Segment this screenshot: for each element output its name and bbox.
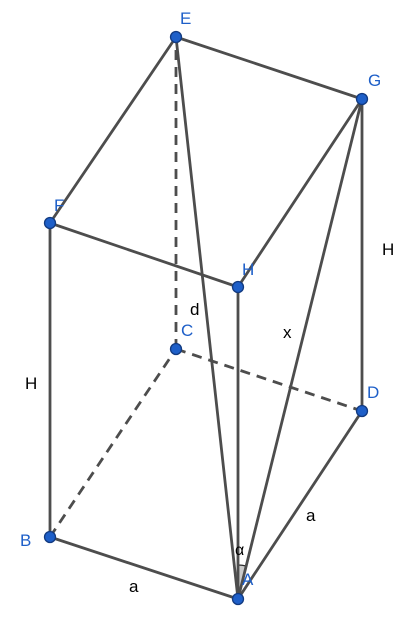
edge-hf (48, 221, 240, 289)
edges-layer (48, 35, 364, 601)
angle-alpha-label: α (235, 542, 244, 559)
edge-fe (48, 35, 178, 225)
vertex-b-label: B (20, 531, 31, 550)
vertex-c-point (169, 342, 183, 356)
edge-gh (236, 97, 364, 289)
vertex-h-label: H (242, 260, 254, 279)
vertex-label-layer: A B C D E F G H (20, 9, 381, 589)
edge-dg-length-label: H (382, 240, 394, 259)
vertex-g-label: G (368, 71, 381, 90)
diagonal-ae-label: d (190, 300, 199, 319)
vertex-d-label: D (367, 383, 379, 402)
edge-ae (174, 35, 240, 601)
edge-ad (236, 409, 364, 601)
vertex-f-point (43, 216, 57, 230)
vertex-d-point (355, 404, 369, 418)
diagonal-ag-label: x (283, 323, 292, 342)
vertex-layer (43, 30, 369, 606)
edge-ag (236, 97, 364, 601)
vertex-b-point (43, 530, 57, 544)
vertex-c-label: C (181, 321, 193, 340)
vertex-g-point (355, 92, 369, 106)
edge-ab-length-label: a (129, 577, 139, 596)
vertex-e-label: E (180, 9, 191, 28)
edge-bf-length-label: H (25, 374, 37, 393)
vertex-f-label: F (54, 196, 64, 215)
edge-bc (48, 348, 178, 538)
measure-label-layer: a a H H d x α (25, 240, 394, 596)
vertex-h-point (231, 280, 245, 294)
vertex-e-point (169, 30, 183, 44)
vertex-a-label: A (242, 570, 254, 589)
vertex-a-point (231, 592, 245, 606)
edge-eg (174, 35, 364, 101)
edge-ad-length-label: a (306, 506, 316, 525)
edge-ab (48, 535, 240, 601)
